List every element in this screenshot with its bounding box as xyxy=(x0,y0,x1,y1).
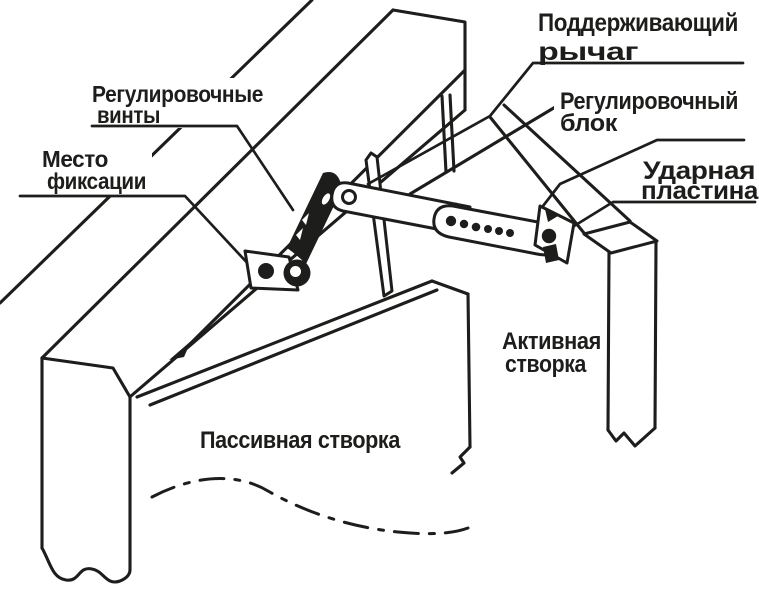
label-adjustment-block-1: Регулировочный xyxy=(560,88,738,115)
block-hole xyxy=(484,225,492,233)
labels: Поддерживающий рычаг Регулировочные винт… xyxy=(42,9,759,454)
arm-slot xyxy=(321,193,331,205)
mask-passive-leaf xyxy=(194,428,404,452)
panel-top-inner-edge xyxy=(148,288,439,407)
strike-plate-clamp xyxy=(545,209,558,222)
mullion-upper-right-edge xyxy=(448,93,456,173)
passive-leaf-panel xyxy=(135,279,472,536)
block-holes xyxy=(445,215,514,237)
label-supporting-lever-2: рычаг xyxy=(538,38,638,66)
beam-back-edge xyxy=(0,0,314,305)
left-jamb-post xyxy=(40,356,132,584)
active-leaf-post-right-edge xyxy=(653,240,658,430)
label-strike-plate-1: Ударная xyxy=(643,157,755,185)
label-supporting-lever-1: Поддерживающий xyxy=(538,9,738,37)
panel-corner-edge xyxy=(430,279,470,296)
panel-break-line xyxy=(150,477,470,536)
distant-header-edge xyxy=(408,104,559,196)
mask-adjustment-screws xyxy=(86,78,268,128)
label-masks xyxy=(16,3,759,452)
leader-lines xyxy=(18,61,757,270)
panel-top-edge xyxy=(135,279,434,399)
jamb-break-line xyxy=(40,546,132,584)
label-fixation-point-1: Место xyxy=(42,146,108,172)
leader-adjustment-screws xyxy=(90,124,295,212)
panel-fill xyxy=(137,281,470,516)
label-adjustment-screws-1: Регулировочные xyxy=(92,81,263,107)
mask-fixation-point xyxy=(16,144,152,196)
adjustment-screw-notch-2 xyxy=(302,213,309,225)
active-leaf xyxy=(488,103,659,448)
leader-adjustment-block xyxy=(541,138,746,208)
label-active-leaf-2: створка xyxy=(505,351,587,378)
closing-direction-arrow-icon xyxy=(169,341,191,360)
block-end-pivot xyxy=(541,228,557,244)
pivot-knuckle-bore xyxy=(290,266,301,277)
label-passive-leaf: Пассивная створка xyxy=(200,427,401,454)
label-strike-plate-2: пластина xyxy=(641,177,759,205)
block-hole xyxy=(506,229,514,237)
mask-active-leaf xyxy=(496,328,604,376)
active-leaf-post-top xyxy=(582,220,659,255)
block-hole xyxy=(459,219,469,229)
jamb-top-face xyxy=(40,356,132,399)
block-hole xyxy=(471,222,481,232)
frame-mullion-upper xyxy=(440,93,456,174)
arm-pivot-hole xyxy=(341,189,357,205)
block-hole xyxy=(495,227,503,235)
bracket-hole xyxy=(258,263,274,279)
strike-plate-pin xyxy=(543,244,559,263)
active-leaf-edge-front xyxy=(488,115,586,235)
bent-arm xyxy=(287,172,342,264)
label-fixation-point-2: фиксации xyxy=(47,168,146,194)
mullion-upper-left-edge xyxy=(440,94,448,174)
coordinator-mechanism xyxy=(243,172,576,292)
active-leaf-edge-back xyxy=(502,103,632,223)
label-adjustment-screws-2: винты xyxy=(97,102,160,128)
beam-top-edge xyxy=(40,8,395,360)
panel-notch xyxy=(450,445,472,475)
mask-adjustment-block xyxy=(554,82,744,134)
mask-strike-plate xyxy=(614,150,759,204)
label-active-leaf-1: Активная xyxy=(502,328,601,355)
active-leaf-post-left-edge xyxy=(606,250,611,432)
leader-supporting-lever xyxy=(366,61,745,186)
mask-supporting-lever xyxy=(532,3,750,67)
leader-strike-plate xyxy=(564,200,757,233)
block-hole xyxy=(445,215,457,227)
active-leaf-break-line xyxy=(606,426,657,448)
leader-fixation-point xyxy=(18,194,254,270)
panel-right-edge xyxy=(466,292,472,449)
label-adjustment-block-2: блок xyxy=(560,110,618,137)
beam-end-face xyxy=(391,8,467,112)
adjustment-screw-notch-1 xyxy=(296,228,303,240)
